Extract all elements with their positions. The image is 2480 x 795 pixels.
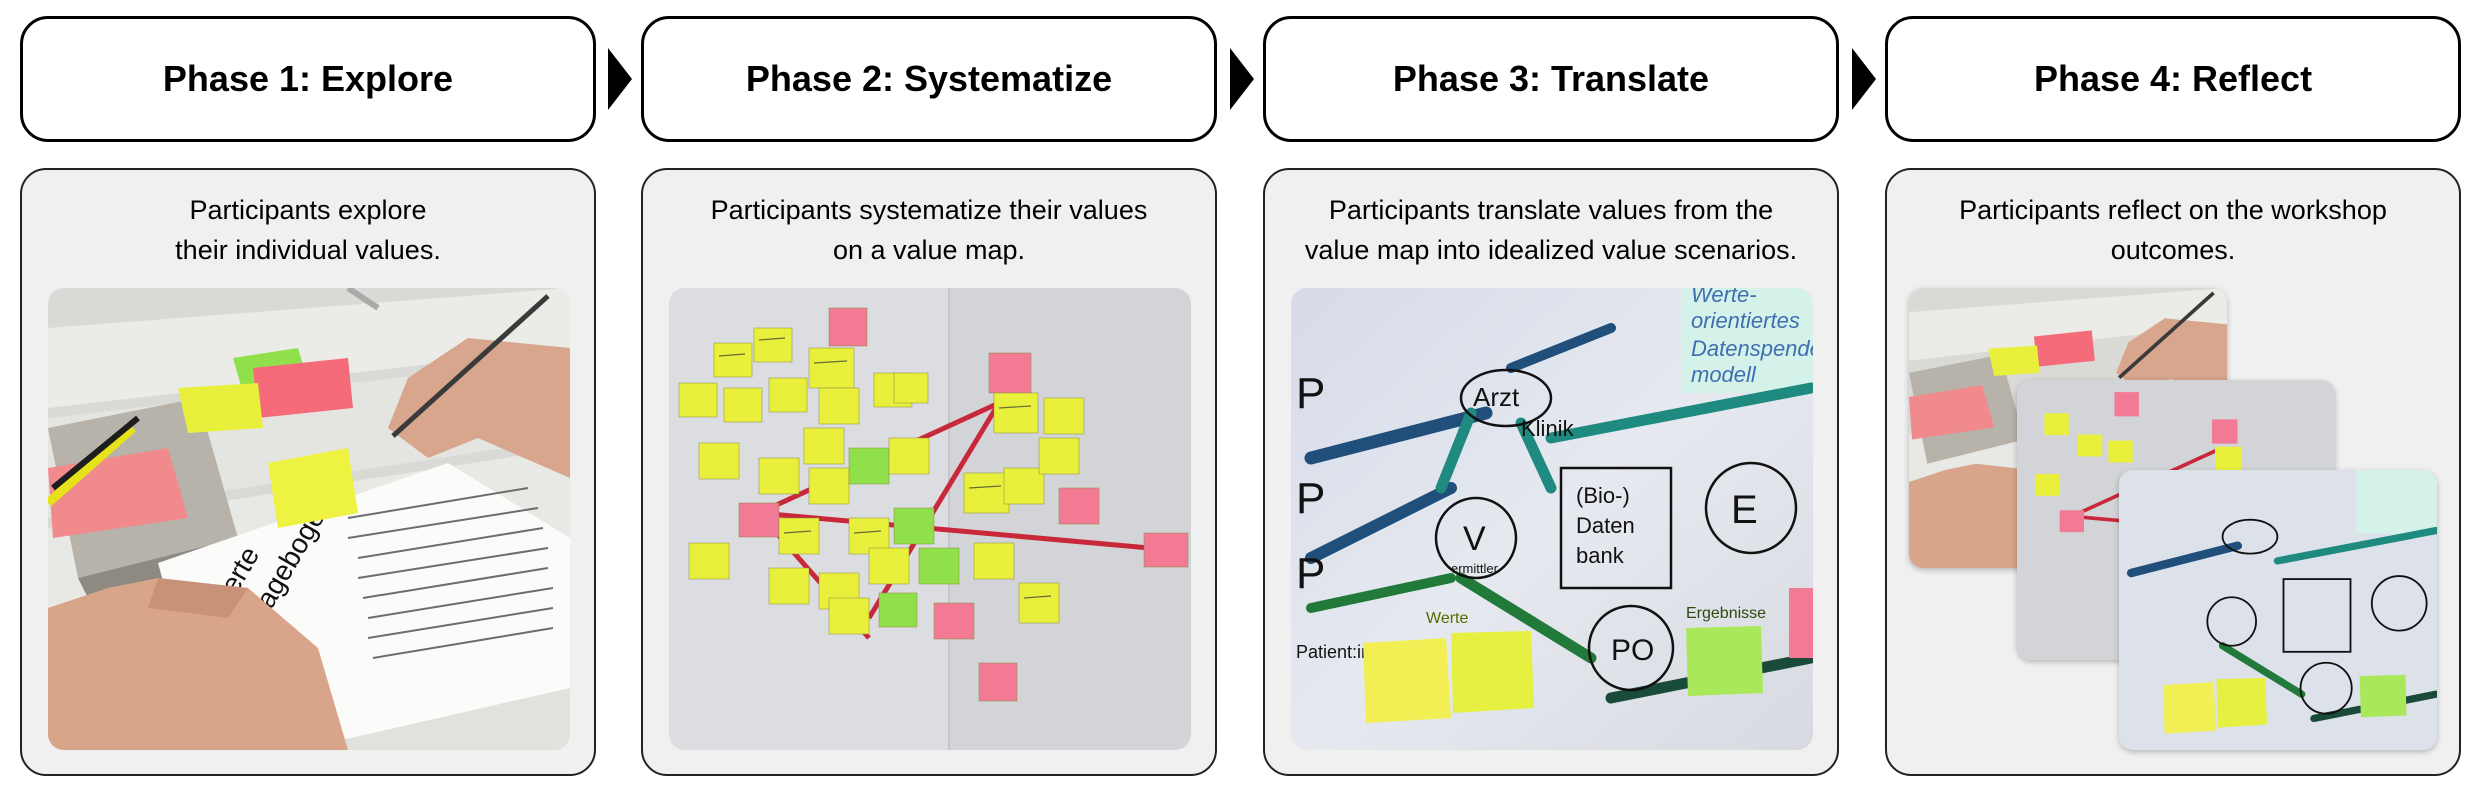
map-label: Ergebnisse (1686, 605, 1766, 622)
phase-2-description: Participants systematize their values on… (643, 190, 1215, 270)
svg-text:P: P (1296, 549, 1325, 598)
sticky-note-pink (828, 307, 868, 347)
svg-text:P: P (1296, 369, 1325, 418)
map-label: bank (1576, 543, 1625, 568)
phase-2-panel: Participants systematize their values on… (641, 168, 1217, 776)
map-label: Patient:in (1296, 642, 1371, 662)
side-note-line: modell (1691, 362, 1757, 387)
phase-1-desc-line: Participants explore (189, 195, 427, 225)
phase-2-title: Phase 2: Systematize (641, 16, 1217, 142)
phase-3-title-text: Phase 3: Translate (1392, 58, 1710, 99)
phase-1-desc-line: their individual values. (175, 235, 441, 265)
chevron-right-icon (1230, 48, 1254, 110)
sticky-note-yellow (713, 342, 753, 378)
phase-1-title-text: Phase 1: Explore (162, 58, 454, 99)
phase-3-desc-line: Participants translate values from the (1328, 195, 1774, 225)
value-map-photo-drawing (669, 288, 1191, 750)
sticky-note-green (848, 447, 890, 485)
map-label: Daten (1576, 513, 1635, 538)
phase-4-desc-line: outcomes. (2110, 235, 2236, 265)
phase-2-desc-line: Participants systematize their values (710, 195, 1148, 225)
phase-3-desc-line: value map into idealized value scenarios… (1304, 235, 1798, 265)
chevron-right-icon (608, 48, 632, 110)
sticky-note-yellow (758, 457, 800, 495)
sticky-note-pink (933, 602, 975, 640)
phase-2-desc-line: on a value map. (832, 235, 1026, 265)
sticky-note-pink (1789, 588, 1813, 658)
sticky-note-green (918, 547, 960, 585)
sticky-note-yellow (268, 448, 358, 528)
sticky-note-yellow (808, 467, 850, 505)
sticky-note-yellow (808, 347, 855, 389)
sticky-note-yellow (893, 372, 929, 404)
sticky-note-yellow (768, 377, 808, 413)
map-label: ermittler (1451, 561, 1499, 576)
sticky-note-yellow (1003, 467, 1045, 505)
sticky-note-yellow (688, 542, 730, 580)
sticky-note-pink (1058, 487, 1100, 525)
sticky-note-pink (1143, 532, 1189, 568)
value-scenario-photo-drawing: Werte- orientiertes Datenspende- modell (1291, 288, 1813, 750)
sticky-note-green (893, 507, 935, 545)
phase-3-description: Participants translate values from the v… (1265, 190, 1837, 270)
phase-1-panel: Participants explore their individual va… (20, 168, 596, 776)
phase-4-title-text: Phase 4: Reflect (2033, 58, 2313, 99)
sticky-note-yellow (888, 437, 930, 475)
sticky-note-yellow (1038, 437, 1080, 475)
map-label: PO (1611, 634, 1654, 667)
sticky-note-yellow (828, 597, 870, 635)
phase-4-desc-line: Participants reflect on the workshop (1959, 195, 2387, 225)
sticky-note-yellow (993, 392, 1039, 434)
sticky-note-yellow (1363, 638, 1451, 723)
sticky-note-yellow (963, 472, 1010, 514)
sticky-note-yellow (678, 382, 718, 418)
map-label: E (1731, 488, 1758, 532)
sticky-note-yellow (768, 567, 810, 605)
sticky-note-yellow (1018, 582, 1060, 624)
sticky-note-green (1686, 626, 1763, 696)
map-label: Klinik (1521, 416, 1575, 441)
phase-4-panel: Participants reflect on the workshop out… (1885, 168, 2461, 776)
sticky-note-pink (738, 502, 780, 538)
collage-value-scenario-drawing (2119, 470, 2437, 750)
sticky-note-yellow (178, 383, 263, 433)
phase-4-description: Participants reflect on the workshop out… (1887, 190, 2459, 270)
phase-2-title-text: Phase 2: Systematize (745, 58, 1113, 99)
phase-4-title: Phase 4: Reflect (1885, 16, 2461, 142)
phase-3-title: Phase 3: Translate (1263, 16, 1839, 142)
phase-3-panel: Participants translate values from the v… (1263, 168, 1839, 776)
map-label: V (1463, 520, 1486, 558)
side-note-line: orientiertes (1691, 308, 1800, 333)
value-scenario-photo: Werte- orientiertes Datenspende- modell (1291, 288, 1813, 750)
sticky-note-yellow (753, 327, 793, 363)
sticky-note-yellow (868, 547, 910, 585)
sticky-note-yellow (1451, 631, 1534, 713)
map-label: Werte (1426, 610, 1468, 627)
explore-photo-drawing: Werte Fragebogen (48, 288, 570, 750)
explore-photo: Werte Fragebogen (48, 288, 570, 750)
phase-1-title: Phase 1: Explore (20, 16, 596, 142)
map-label: (Bio-) (1576, 483, 1630, 508)
sticky-note-green (878, 592, 918, 628)
sticky-note-yellow (778, 517, 820, 555)
sticky-note-pink (253, 358, 353, 418)
collage-value-scenario-photo (2119, 470, 2437, 750)
sticky-note-yellow (1043, 397, 1085, 435)
sticky-note-pink (988, 352, 1032, 394)
side-note-line: Werte- (1691, 288, 1757, 307)
svg-text:P: P (1296, 474, 1325, 523)
map-label: Arzt (1473, 382, 1520, 412)
sticky-note-yellow (818, 387, 860, 425)
side-note (1681, 288, 1813, 393)
sticky-note-yellow (698, 442, 740, 480)
sticky-note-yellow (803, 427, 845, 465)
side-note-line: Datenspende- (1691, 336, 1813, 361)
sticky-note-yellow (723, 387, 763, 423)
sticky-note-pink (978, 662, 1018, 702)
value-map-photo (669, 288, 1191, 750)
sticky-note-yellow (973, 542, 1015, 580)
chevron-right-icon (1852, 48, 1876, 110)
phase-1-description: Participants explore their individual va… (22, 190, 594, 270)
